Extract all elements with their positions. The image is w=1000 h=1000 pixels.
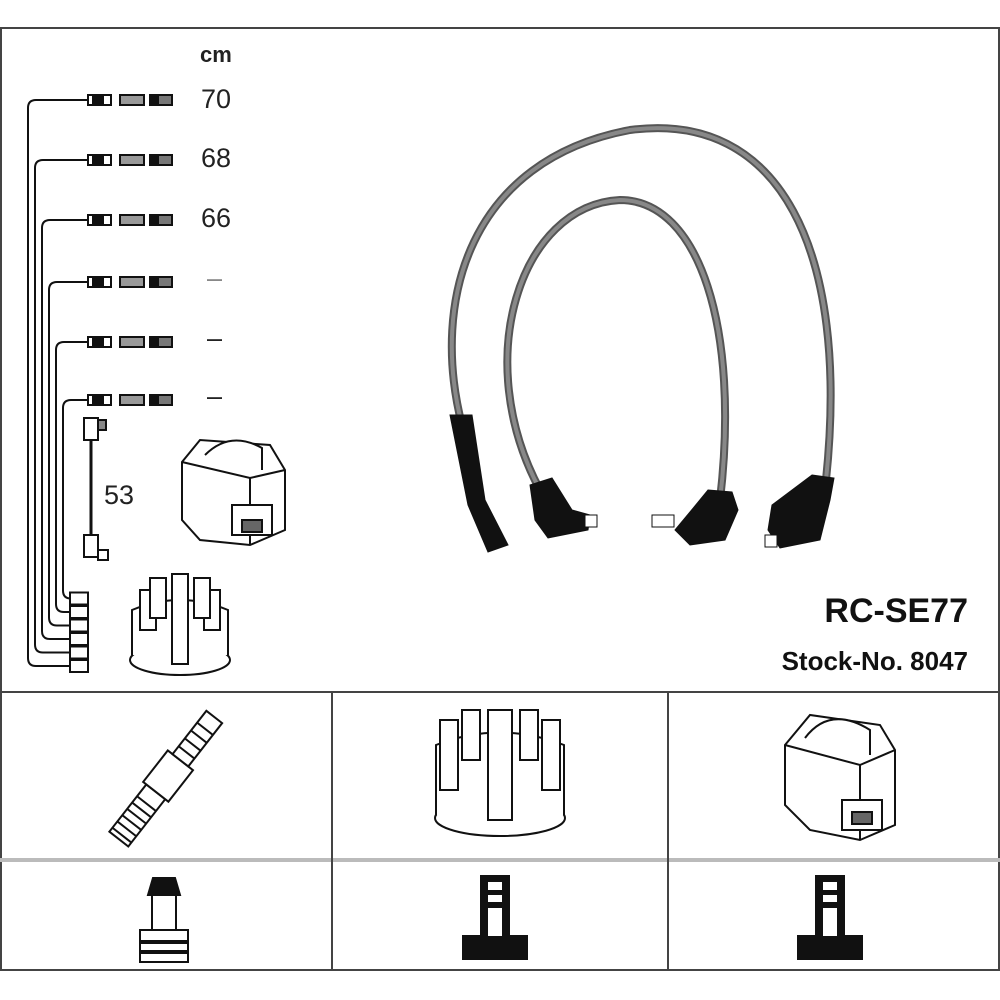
lead-distributor-connector: [69, 645, 89, 660]
ignition-coil-drawing: [784, 713, 896, 842]
ignition-coil-small-drawing: [181, 438, 286, 547]
lead-connector-part: [119, 94, 145, 106]
lead-connector-part: [102, 214, 112, 226]
lead-connector-part: [157, 276, 173, 288]
lead-connector-part: [157, 394, 173, 406]
lead-connector-part: [119, 214, 145, 226]
lead-connector-part: [157, 94, 173, 106]
distributor-cap-small-drawing: [129, 573, 231, 676]
length-label-4: –: [207, 263, 223, 293]
length-label-2: 68: [201, 143, 232, 173]
lead-connector-part: [119, 276, 145, 288]
lead-connector-part: [92, 214, 104, 226]
lead-connector-part: [119, 394, 145, 406]
spark-plug-terminal-drawing: [139, 877, 189, 963]
lead-connector-part: [149, 154, 157, 166]
coil-lead-length-label: 53: [104, 480, 135, 510]
lead-connector-part: [92, 94, 104, 106]
ignition-lead-5: [55, 341, 88, 613]
lead-connector-part: [157, 214, 173, 226]
lead-connector-part: [102, 94, 112, 106]
lead-connector-part: [149, 214, 157, 226]
lead-distributor-connector: [69, 659, 89, 673]
wire-schematic: [27, 94, 173, 673]
length-label-3: 66: [201, 203, 232, 233]
length-label-1: 70: [201, 84, 232, 114]
spark-plug-drawing: [107, 709, 224, 848]
lead-connector-part: [92, 276, 104, 288]
lead-distributor-connector: [69, 605, 89, 619]
lead-connector-part: [157, 154, 173, 166]
length-label-5: –: [207, 323, 223, 353]
lead-connector-part: [149, 94, 157, 106]
distributor-terminal-drawing: [462, 875, 528, 960]
lead-connector-part: [119, 154, 145, 166]
lead-distributor-connector: [69, 591, 89, 606]
lead-connector-part: [102, 276, 112, 288]
lead-connector-part: [102, 154, 112, 166]
lead-distributor-connector: [69, 618, 89, 633]
lead-connector-part: [149, 276, 157, 288]
ignition-cable-set-drawing: [447, 124, 835, 553]
lead-connector-part: [149, 336, 157, 348]
distributor-cap-drawing: [434, 709, 566, 837]
frame: [0, 27, 1000, 971]
ignition-lead-3: [41, 219, 88, 640]
ignition-lead-1: [27, 99, 88, 667]
lead-connector-part: [157, 336, 173, 348]
lead-connector-part: [102, 336, 112, 348]
lead-connector-part: [102, 394, 112, 406]
ignition-lead-6: [62, 399, 88, 600]
lead-connector-part: [92, 336, 104, 348]
unit-label: cm: [200, 42, 232, 67]
lead-connector-part: [92, 154, 104, 166]
coil-terminal-drawing: [797, 875, 863, 960]
lead-connector-part: [149, 394, 157, 406]
ignition-lead-4: [48, 281, 88, 627]
model-number: RC-SE77: [824, 592, 968, 630]
lead-connector-part: [92, 394, 104, 406]
lead-distributor-connector: [69, 632, 89, 646]
length-label-6: –: [207, 381, 223, 411]
stock-number: Stock-No. 8047: [781, 646, 968, 676]
ignition-lead-2: [34, 159, 88, 654]
lead-connector-part: [119, 336, 145, 348]
